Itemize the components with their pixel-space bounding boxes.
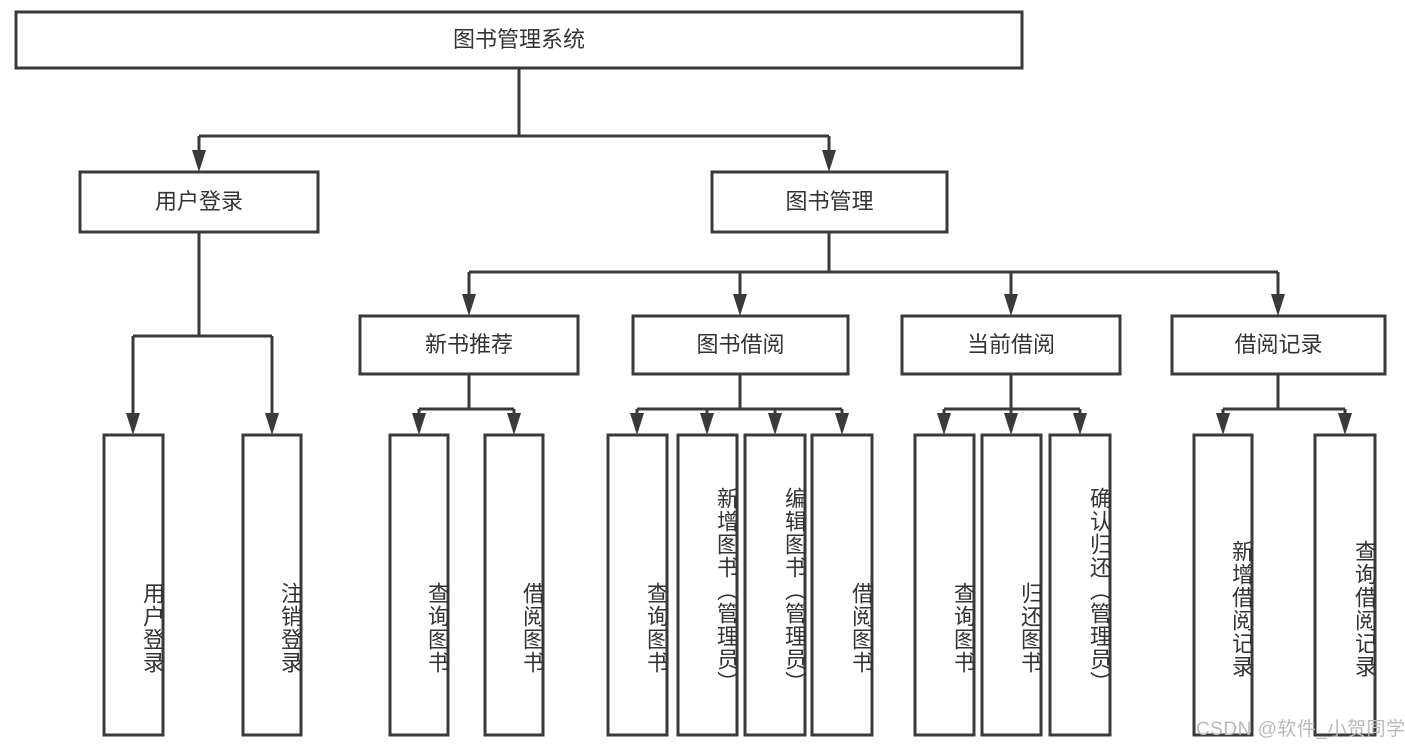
bookmanage-to-level3-arrow-0 xyxy=(462,294,476,316)
level3-group-1-arrow-2 xyxy=(768,413,782,435)
level3-group-0-arrow-0 xyxy=(412,413,426,435)
node-box-current-borrow[interactable] xyxy=(900,314,1122,376)
root-to-level2-arrow-1 xyxy=(822,150,836,172)
node-label-borrow-record: 借阅记录 xyxy=(1234,332,1322,357)
level3-group-2-arrow-0 xyxy=(937,413,951,435)
node-label-book-manage: 图书管理 xyxy=(785,189,873,214)
node-new-book-recommend xyxy=(358,314,580,376)
node-box-leaf-add-record[interactable] xyxy=(1192,433,1254,737)
node-box-root[interactable] xyxy=(14,10,1024,70)
node-box-leaf-logout[interactable] xyxy=(241,433,303,737)
level3-group-3-arrow-1 xyxy=(1338,413,1352,435)
node-current-borrow xyxy=(900,314,1122,376)
node-box-leaf-borrow-book-1[interactable] xyxy=(483,433,545,737)
node-box-leaf-query-book-3[interactable] xyxy=(913,433,976,737)
node-leaf-query-book-1 xyxy=(388,433,450,737)
node-user-login xyxy=(78,170,320,234)
node-leaf-return-book xyxy=(980,433,1043,737)
node-box-user-login[interactable] xyxy=(78,170,320,234)
node-book-borrow xyxy=(631,314,850,376)
node-leaf-add-record xyxy=(1192,433,1254,737)
node-box-leaf-query-book-2[interactable] xyxy=(606,433,669,737)
bookmanage-to-level3-arrow-1 xyxy=(733,294,747,316)
node-box-leaf-edit-book[interactable] xyxy=(743,433,807,737)
node-label-book-borrow: 图书借阅 xyxy=(696,332,784,357)
node-box-leaf-query-record[interactable] xyxy=(1313,433,1377,737)
node-leaf-edit-book xyxy=(743,433,807,737)
userlogin-to-leaves-arrow-0 xyxy=(126,413,140,435)
level3-group-2-arrow-1 xyxy=(1004,413,1018,435)
node-label-user-login: 用户登录 xyxy=(155,189,243,214)
node-box-book-manage[interactable] xyxy=(710,170,949,234)
node-box-leaf-borrow-book-2[interactable] xyxy=(810,433,874,737)
node-leaf-add-book xyxy=(676,433,739,737)
node-label-current-borrow: 当前借阅 xyxy=(967,332,1055,357)
node-label-root: 图书管理系统 xyxy=(453,27,585,52)
node-box-leaf-add-book[interactable] xyxy=(676,433,739,737)
node-leaf-query-record xyxy=(1313,433,1377,737)
level3-group-1-arrow-3 xyxy=(835,413,849,435)
node-borrow-record xyxy=(1170,314,1387,376)
bookmanage-to-level3-arrow-2 xyxy=(1004,294,1018,316)
node-root xyxy=(14,10,1024,70)
level3-group-1-arrow-1 xyxy=(700,413,714,435)
node-leaf-confirm-return xyxy=(1048,433,1112,737)
node-box-borrow-record[interactable] xyxy=(1170,314,1387,376)
node-leaf-user-login xyxy=(102,433,165,737)
node-label-new-book-recommend: 新书推荐 xyxy=(425,332,513,357)
node-leaf-query-book-3 xyxy=(913,433,976,737)
csdn-watermark: CSDN @软件_小贺同学 xyxy=(1196,719,1405,740)
node-box-leaf-query-book-1[interactable] xyxy=(388,433,450,737)
bookmanage-to-level3-arrow-3 xyxy=(1271,294,1285,316)
node-box-leaf-confirm-return[interactable] xyxy=(1048,433,1112,737)
node-book-manage xyxy=(710,170,949,234)
node-layer xyxy=(14,10,1387,737)
root-to-level2-arrow-0 xyxy=(192,150,206,172)
node-leaf-query-book-2 xyxy=(606,433,669,737)
node-box-leaf-return-book[interactable] xyxy=(980,433,1043,737)
node-box-book-borrow[interactable] xyxy=(631,314,850,376)
level3-group-3-arrow-0 xyxy=(1216,413,1230,435)
node-leaf-logout xyxy=(241,433,303,737)
node-leaf-borrow-book-2 xyxy=(810,433,874,737)
node-box-new-book-recommend[interactable] xyxy=(358,314,580,376)
node-box-leaf-user-login[interactable] xyxy=(102,433,165,737)
userlogin-to-leaves-arrow-1 xyxy=(265,413,279,435)
node-leaf-borrow-book-1 xyxy=(483,433,545,737)
level3-group-2-arrow-2 xyxy=(1073,413,1087,435)
level3-group-0-arrow-1 xyxy=(507,413,521,435)
level3-group-1-arrow-0 xyxy=(630,413,644,435)
connector-layer xyxy=(126,68,1352,435)
